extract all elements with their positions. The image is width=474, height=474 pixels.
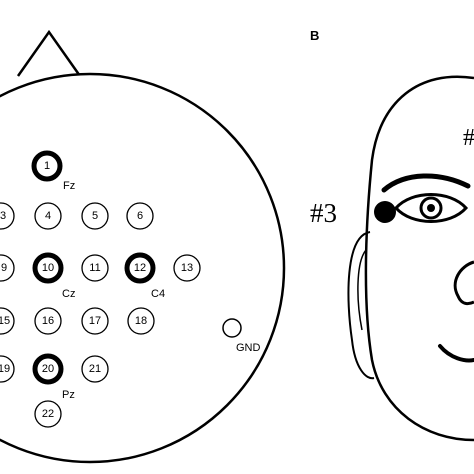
electrode-1: 1 Fz [31,150,75,192]
face-outline [364,75,474,442]
electrode-3-face [374,201,396,223]
electrode-4: 4 [34,202,62,230]
electrode-number: 3 [0,210,6,222]
electrode-number: 13 [181,262,193,274]
face-ear [347,231,375,380]
electrode-22: 22 [34,400,62,428]
eye-iris [419,196,443,220]
gnd-label: GND [236,342,261,354]
panel-b-label: B [310,28,319,43]
electrode-19: 19 [0,355,15,383]
electrode-number: 19 [0,363,10,375]
electrode-label-c4: C4 [151,288,165,300]
electrode-9: 9 [0,254,15,282]
electrode-3: 3 [0,202,15,230]
eyebrow [381,173,471,193]
electrode-number: 16 [42,315,54,327]
electrode-number: 20 [42,363,54,375]
electrode-16: 16 [34,307,62,335]
gnd-electrode [222,318,242,338]
ear-inner [357,249,367,331]
electrode-number: 17 [89,315,101,327]
nose-triangle [16,29,82,77]
electrode-number: 9 [1,262,7,274]
electrode-6: 6 [126,202,154,230]
electrode-number: 10 [42,262,54,274]
electrode-number: 1 [44,160,50,172]
electrode-number: 5 [92,210,98,222]
electrode-label-cz: Cz [62,288,75,300]
head-schematic: 1 Fz 3 4 5 6 9 10 Cz 11 [0,29,286,464]
electrode-number: 18 [135,315,147,327]
electrode-15: 15 [0,307,15,335]
electrode-13: 13 [173,254,201,282]
electrode-number: 6 [137,210,143,222]
electrode-18: 18 [127,307,155,335]
electrode-number: 12 [134,262,146,274]
electrode-10: 10 Cz [32,252,75,300]
electrode-label-pz: Pz [62,389,75,401]
electrode-11: 11 [81,254,109,282]
electrode-17: 17 [81,307,109,335]
electrode-12: 12 C4 [124,252,165,300]
eye-pupil [427,204,435,212]
nose [453,260,474,306]
electrode-5: 5 [81,202,109,230]
electrode-20: 20 Pz [32,353,75,401]
electrode-number: 22 [42,408,54,420]
face-schematic: #3 # [310,75,474,442]
electrode-label-fz: Fz [63,180,75,192]
electrode-number: 15 [0,315,10,327]
electrode-21: 21 [81,355,109,383]
electrode-number: 21 [89,363,101,375]
electrode-number: 11 [89,262,100,274]
face-electrode-label: #3 [310,198,337,228]
electrode-number: 4 [45,210,51,222]
mouth [438,344,474,363]
top-right-label: # [463,125,474,151]
